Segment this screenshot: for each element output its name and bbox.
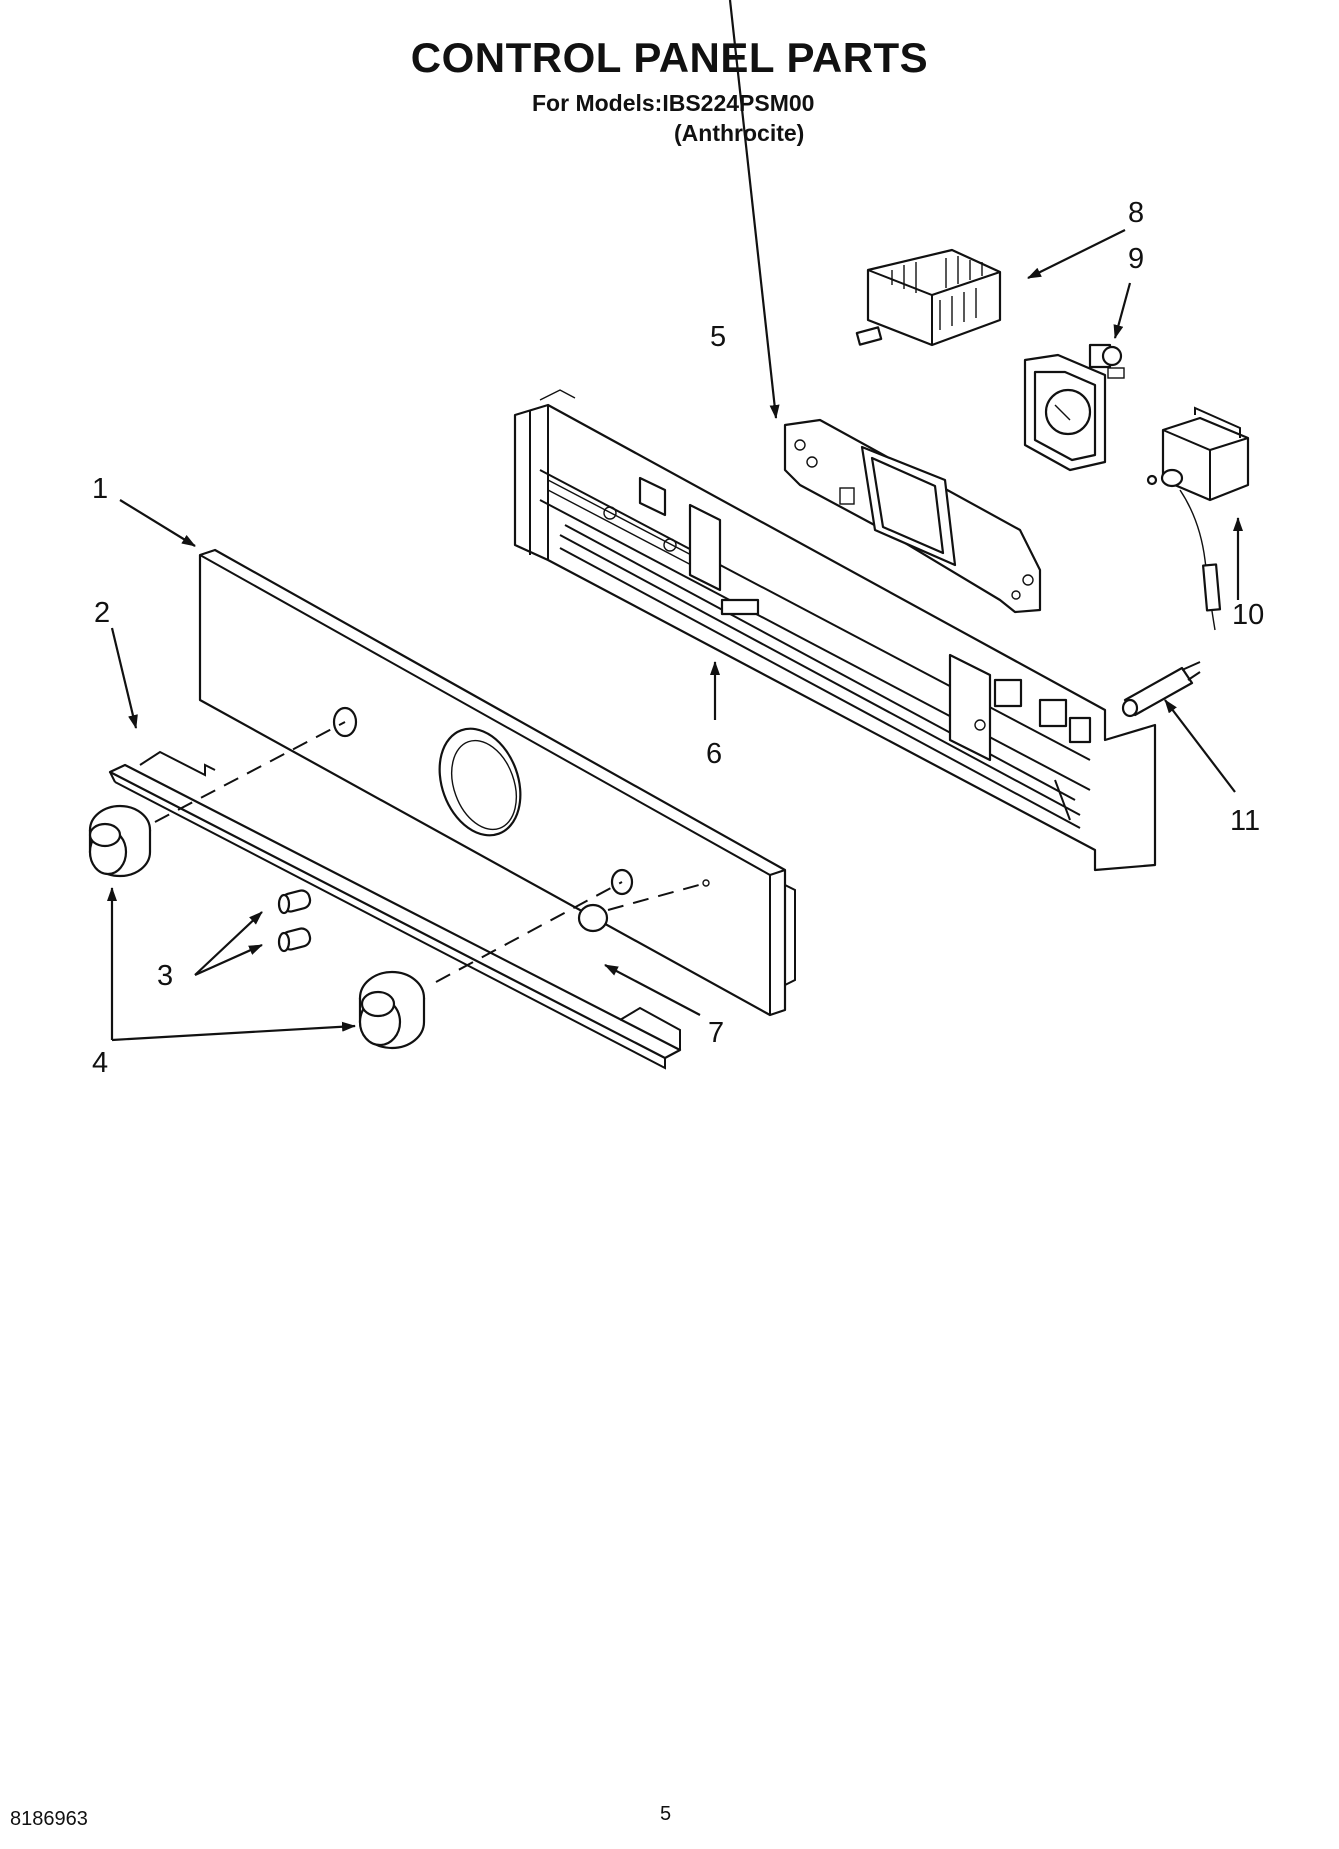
page-number: 5	[660, 1803, 672, 1825]
callout-2: 2	[94, 597, 110, 629]
callout-8: 8	[1128, 197, 1144, 229]
callout-9: 9	[1128, 243, 1144, 275]
plug-part-7	[577, 903, 609, 933]
caps-part-3	[277, 889, 312, 953]
model-color: (Anthrocite)	[674, 120, 805, 146]
document-number: 8186963	[10, 1808, 88, 1830]
knob-lower-part-4	[358, 970, 426, 1050]
panel-bracket-part-6	[513, 389, 1157, 872]
knob-upper-part-4	[88, 804, 152, 878]
sensor-probe-part-11	[1121, 661, 1201, 718]
board-bracket-part-5	[783, 418, 1042, 614]
selector-switch-part-8	[855, 248, 1002, 347]
callout-11: 11	[1230, 805, 1260, 837]
thermostat-part-10	[1146, 406, 1250, 631]
callout-5: 5	[710, 321, 726, 353]
leader-arrows	[107, 0, 1243, 1042]
trim-strip-part-2	[108, 750, 682, 1070]
callout-1: 1	[92, 473, 108, 505]
callout-4: 4	[92, 1047, 108, 1079]
callout-6: 6	[706, 738, 722, 770]
alignment-lines	[154, 721, 707, 983]
callout-3: 3	[157, 960, 173, 992]
page-title: CONTROL PANEL PARTS	[410, 34, 929, 81]
model-number: For Models:IBS224PSM00	[532, 90, 815, 116]
callout-7: 7	[708, 1017, 724, 1049]
thermostat-part-9	[1023, 343, 1125, 472]
callout-10: 10	[1232, 599, 1264, 631]
